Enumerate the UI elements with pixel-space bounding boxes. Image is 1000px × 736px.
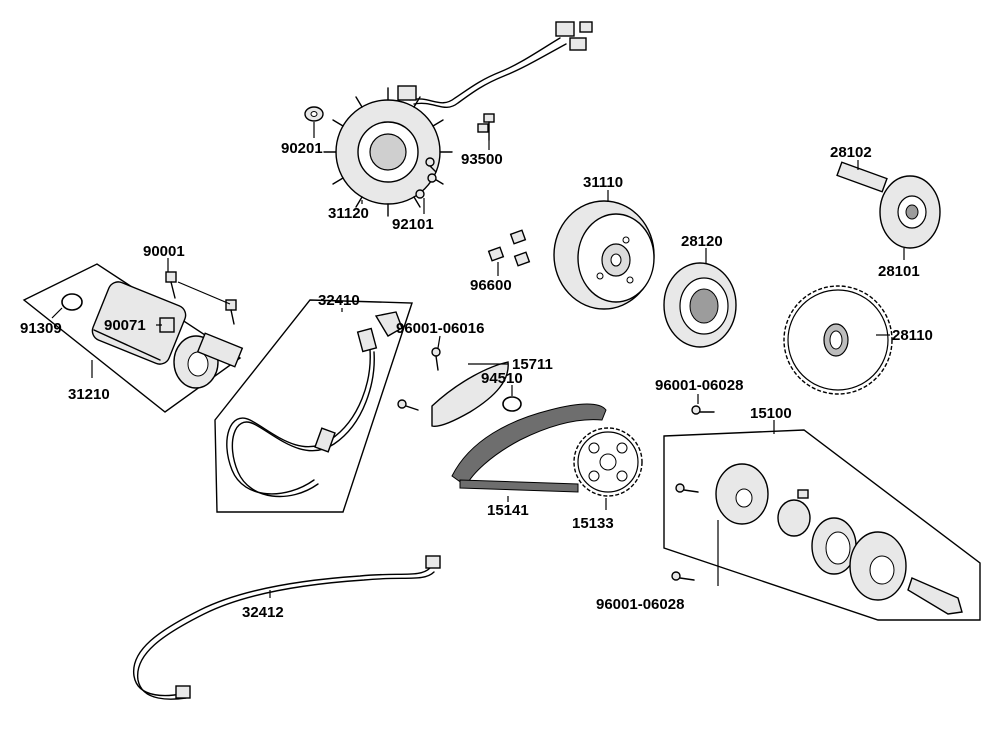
label-15133: 15133	[572, 515, 614, 532]
label-96600: 96600	[470, 277, 512, 294]
flywheel-rotor-icon	[553, 200, 655, 310]
label-31110: 31110	[583, 174, 623, 191]
label-93500: 93500	[461, 151, 503, 168]
stator-coil-icon	[323, 21, 593, 217]
bolt-96001-06016-icon	[397, 347, 441, 411]
label-15711: 15711	[512, 356, 553, 373]
label-28102: 28102	[830, 144, 872, 161]
bolt-92101-icon	[415, 157, 437, 199]
label-28120: 28120	[681, 233, 723, 250]
oil-pump-icon	[715, 463, 963, 615]
starter-cable-group-box	[214, 299, 413, 513]
label-96001-06028-bottom: 96001-06028	[596, 596, 684, 613]
label-90001: 90001	[143, 243, 185, 260]
pin-28102-icon	[836, 161, 888, 193]
bolt-96600-icon	[487, 229, 531, 267]
bolt-96001-06028-bottom-icon	[671, 571, 695, 581]
washer-90201-icon	[304, 106, 324, 122]
label-90201: 90201	[281, 140, 323, 157]
label-28101: 28101	[878, 263, 920, 280]
ground-cable-icon	[133, 555, 441, 700]
label-31120: 31120	[328, 205, 369, 222]
label-91309: 91309	[20, 320, 62, 337]
bolt-90071-icon	[159, 317, 175, 333]
clip-94510-icon	[502, 396, 522, 412]
sprocket-15133-icon	[573, 427, 643, 497]
idle-gear-28101-icon	[879, 175, 941, 249]
leader-lines	[51, 122, 905, 598]
label-92101: 92101	[392, 216, 434, 233]
label-15100: 15100	[750, 405, 792, 422]
label-28110: 28110	[892, 327, 933, 344]
o-ring-91309-icon	[61, 293, 83, 311]
label-96001-06028-top: 96001-06028	[655, 377, 743, 394]
drive-chain-icon	[451, 403, 607, 493]
label-32410: 32410	[318, 292, 360, 309]
label-94510: 94510	[481, 370, 523, 387]
label-15141: 15141	[487, 502, 529, 519]
oil-pump-group-box	[663, 429, 981, 621]
label-32412: 32412	[242, 604, 284, 621]
bolt-90001-icon	[165, 271, 237, 325]
bolt-96001-06028-top-icon	[675, 405, 715, 493]
starter-cable-icon	[226, 311, 403, 498]
label-31210: 31210	[68, 386, 110, 403]
label-90071: 90071	[104, 317, 146, 334]
starter-gear-28110-icon	[783, 285, 893, 395]
starter-clutch-icon	[663, 262, 737, 348]
starter-motor-group-box	[22, 263, 242, 413]
starter-motor-icon	[91, 281, 244, 389]
label-96001-06016: 96001-06016	[396, 320, 484, 337]
bolt-93500-icon	[477, 113, 495, 141]
chain-guide-15711-icon	[431, 361, 509, 427]
